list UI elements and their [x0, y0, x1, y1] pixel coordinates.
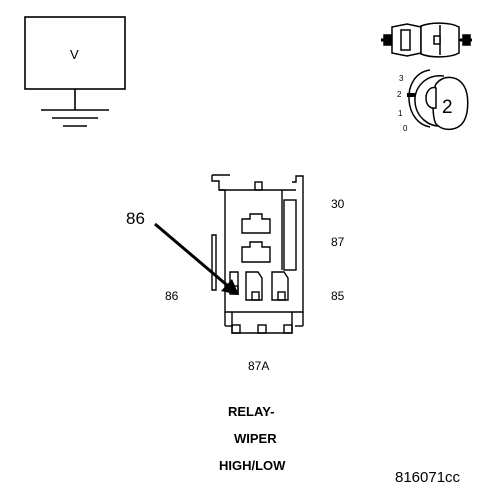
component-name-line-2: WIPER — [234, 431, 277, 446]
terminal-30 — [241, 213, 271, 234]
component-name-line-3: HIGH/LOW — [219, 458, 286, 473]
relay-connector — [211, 174, 304, 334]
voltmeter-label: V — [70, 47, 79, 62]
pin-label-87: 87 — [331, 235, 345, 249]
terminal-87a — [245, 271, 263, 301]
terminal-85 — [271, 271, 289, 301]
ignition-switch-icon — [407, 69, 469, 130]
pin-label-30: 30 — [331, 197, 345, 211]
pin-label-85: 85 — [331, 289, 345, 303]
ignition-position-0: 0 — [403, 124, 408, 133]
ignition-position-3: 3 — [399, 74, 404, 83]
terminal-87 — [241, 241, 271, 263]
callout-label: 86 — [126, 209, 145, 228]
voltmeter-symbol — [24, 16, 126, 127]
component-name-line-1: RELAY- — [228, 404, 275, 419]
ignition-position-2: 2 — [397, 90, 402, 99]
ignition-position-1: 1 — [398, 109, 403, 118]
pin-label-86: 86 — [165, 289, 179, 303]
figure-id: 816071cc — [395, 469, 461, 486]
housing-side-rib — [283, 199, 297, 271]
callout-arrow — [154, 222, 239, 295]
housing-top-latch — [254, 181, 263, 191]
pin-label-87a: 87A — [248, 359, 270, 373]
ignition-key-icon — [381, 22, 472, 58]
ignition-selected-position: 2 — [442, 97, 453, 118]
